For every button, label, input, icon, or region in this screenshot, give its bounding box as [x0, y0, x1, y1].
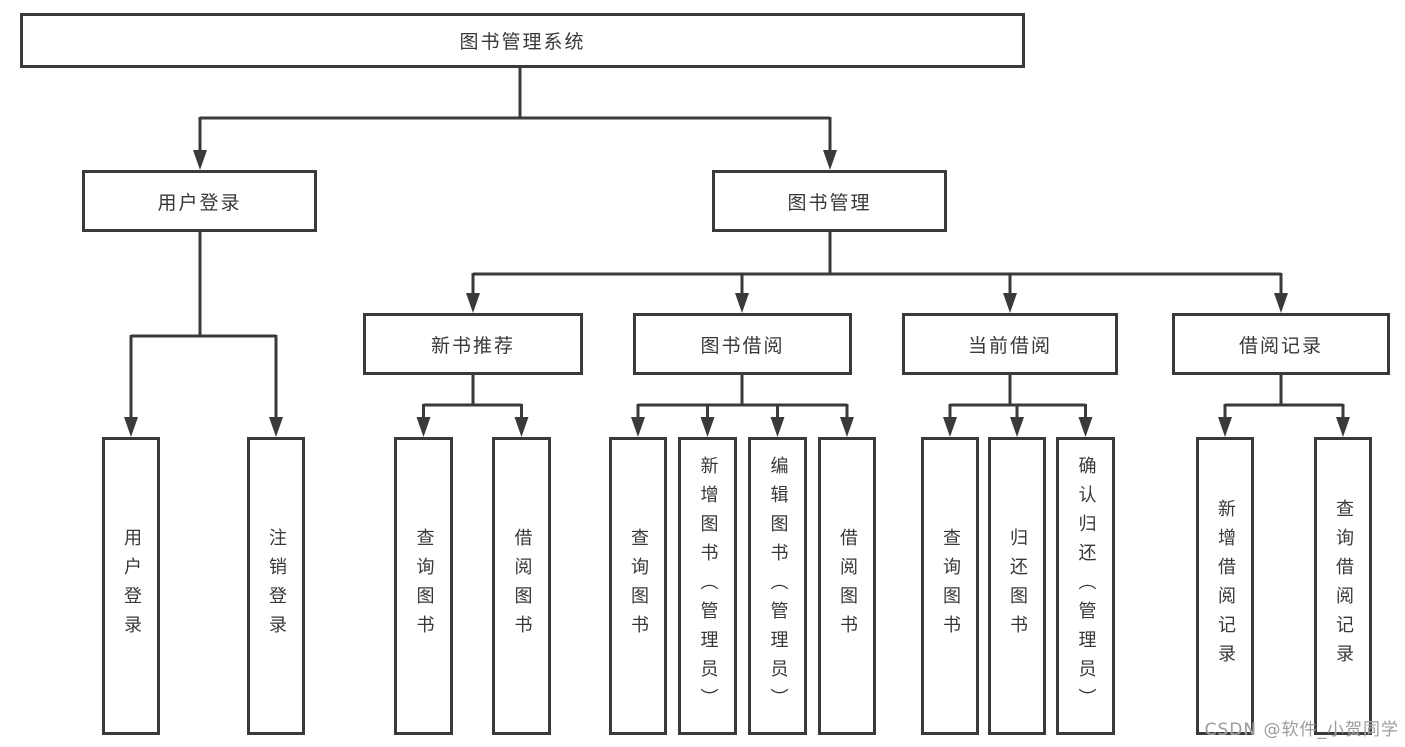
arrowhead-down-icon [269, 417, 283, 437]
node-root-label: 图书管理系统 [459, 31, 586, 53]
node-book-management: 图书管理 [712, 170, 947, 232]
arrowhead-down-icon [735, 293, 749, 313]
arrowhead-down-icon [466, 293, 480, 313]
leaf-return-book: 归还图书 [988, 437, 1046, 735]
node-book-management-label: 图书管理 [787, 191, 872, 214]
connector-book-management-children [466, 232, 1288, 313]
arrowhead-down-icon [514, 417, 529, 437]
leaf-borrow-book-label: 借阅图书 [837, 528, 858, 644]
leaf-query-borrow-record: 查询借阅记录 [1314, 437, 1372, 735]
node-borrow-record-label: 借阅记录 [1238, 334, 1323, 357]
leaf-query-book: 查询图书 [394, 437, 453, 735]
node-book-borrow: 图书借阅 [633, 313, 852, 375]
leaf-confirm-return-admin: 确认归还（管理员） [1056, 437, 1115, 735]
node-current-borrow: 当前借阅 [902, 313, 1118, 375]
arrowhead-down-icon [943, 417, 957, 437]
arrowhead-down-icon [700, 417, 715, 437]
leaf-borrow-book: 借阅图书 [818, 437, 876, 735]
leaf-query-book: 查询图书 [609, 437, 667, 735]
connector-new-book-children [416, 375, 529, 437]
node-user-login: 用户登录 [82, 170, 317, 232]
csdn-watermark: CSDN @软件_小贺同学 [1204, 720, 1399, 740]
arrowhead-down-icon [1078, 417, 1093, 437]
leaf-confirm-return-admin-label: 确认归还（管理员） [1075, 455, 1097, 717]
node-borrow-record: 借阅记录 [1172, 313, 1390, 375]
leaf-borrow-book-label: 借阅图书 [511, 528, 533, 644]
node-new-book-recommend-label: 新书推荐 [430, 334, 515, 357]
arrowhead-down-icon [1003, 293, 1017, 313]
node-root: 图书管理系统 [20, 13, 1025, 68]
connector-borrow-record-children [1218, 375, 1350, 437]
connector-current-borrow-children [943, 375, 1093, 437]
leaf-edit-book-admin-label: 编辑图书（管理员） [767, 455, 789, 717]
arrowhead-down-icon [124, 417, 138, 437]
leaf-query-book: 查询图书 [921, 437, 979, 735]
arrowhead-down-icon [193, 150, 207, 170]
leaf-query-book-label: 查询图书 [628, 528, 649, 644]
leaf-add-book-admin: 新增图书（管理员） [678, 437, 737, 735]
node-book-borrow-label: 图书借阅 [700, 334, 785, 357]
arrowhead-down-icon [416, 417, 431, 437]
arrowhead-down-icon [1336, 417, 1350, 437]
leaf-return-book-label: 归还图书 [1007, 528, 1028, 644]
arrowhead-down-icon [1274, 293, 1288, 313]
arrowhead-down-icon [840, 417, 854, 437]
leaf-add-borrow-record: 新增借阅记录 [1196, 437, 1254, 735]
leaf-edit-book-admin: 编辑图书（管理员） [748, 437, 807, 735]
leaf-query-book-label: 查询图书 [940, 528, 961, 644]
arrowhead-down-icon [1218, 417, 1232, 437]
node-new-book-recommend: 新书推荐 [363, 313, 583, 375]
connector-user-login-children [124, 232, 283, 437]
leaf-logout-login: 注销登录 [247, 437, 305, 735]
leaf-query-book-label: 查询图书 [413, 528, 435, 644]
node-current-borrow-label: 当前借阅 [967, 334, 1052, 357]
leaf-add-borrow-record-label: 新增借阅记录 [1215, 499, 1236, 673]
leaf-user-login: 用户登录 [102, 437, 160, 735]
arrowhead-down-icon [1010, 417, 1024, 437]
leaf-add-book-admin-label: 新增图书（管理员） [697, 455, 719, 717]
leaf-query-borrow-record-label: 查询借阅记录 [1333, 499, 1354, 673]
leaf-logout-login-label: 注销登录 [266, 528, 287, 644]
leaf-user-login-label: 用户登录 [121, 528, 142, 644]
arrowhead-down-icon [631, 417, 645, 437]
node-user-login-label: 用户登录 [157, 191, 242, 214]
arrowhead-down-icon [823, 150, 837, 170]
connector-book-borrow-children [631, 375, 854, 437]
leaf-borrow-book: 借阅图书 [492, 437, 551, 735]
arrowhead-down-icon [770, 417, 785, 437]
connector-root-to-level2 [193, 68, 837, 170]
